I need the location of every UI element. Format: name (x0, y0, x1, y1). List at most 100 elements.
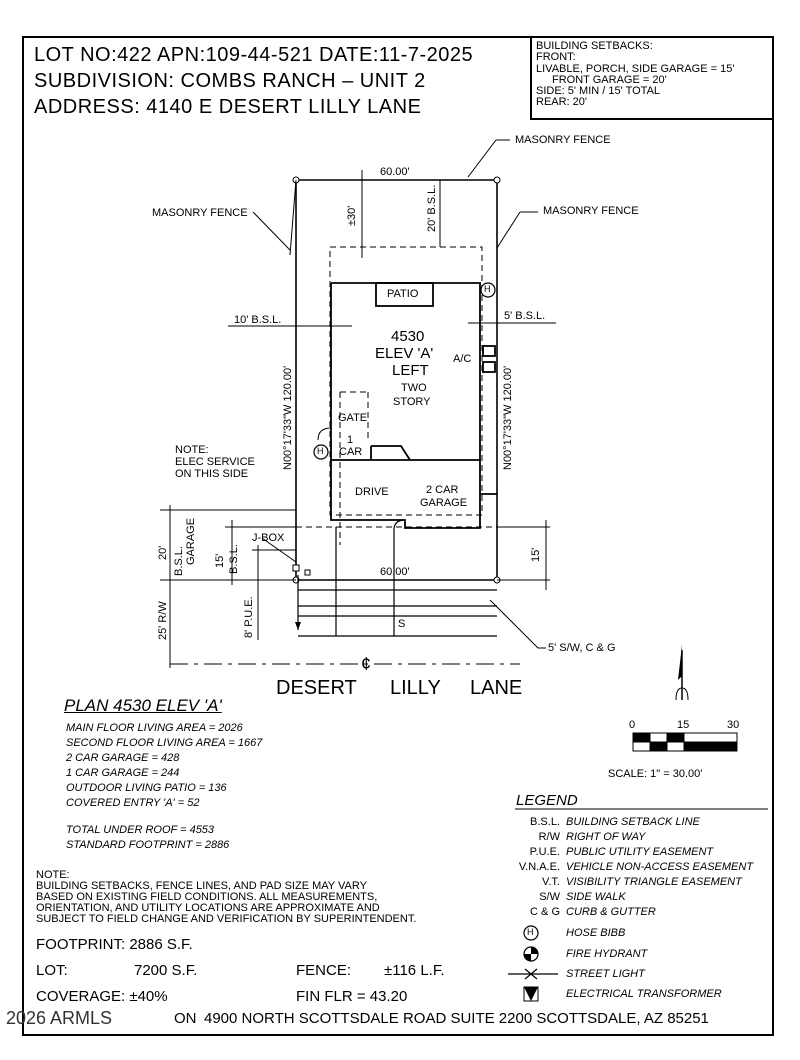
watermark: 2026 ARMLS (6, 1008, 113, 1028)
scale-tick-30: 30 (727, 719, 740, 731)
masonry-fence-right-label: MASONRY FENCE (543, 205, 639, 217)
story-label: STORY (393, 396, 431, 408)
right-bsl-label: 5' B.S.L. (504, 310, 546, 322)
subdivision-line: SUBDIVISION: COMBS RANCH – UNIT 2 (34, 70, 426, 92)
setbacks-front-garage: FRONT GARAGE = 20' (552, 74, 667, 86)
coverage-stat: COVERAGE: ±40% (36, 988, 168, 1005)
setbacks-box (530, 36, 774, 120)
legend-desc: CURB & GUTTER (566, 906, 656, 918)
fence-stat-label: FENCE: (296, 962, 352, 979)
note-line: SUBJECT TO FIELD CHANGE AND VERIFICATION… (36, 913, 417, 925)
legend-abbr: V.T. (542, 876, 560, 888)
setbacks-livable: LIVABLE, PORCH, SIDE GARAGE = 15' (536, 63, 735, 75)
north-arrow (675, 645, 689, 701)
legend-symbol-desc: FIRE HYDRANT (566, 948, 648, 960)
garage-label: GARAGE (420, 497, 468, 509)
elec-note-title: NOTE: (175, 444, 209, 456)
plan-item: 1 CAR GARAGE = 244 (66, 767, 180, 779)
house-footprint (330, 282, 497, 529)
plan-item: OUTDOOR LIVING PATIO = 136 (66, 782, 227, 794)
dim-top-label: 60.00' (380, 166, 410, 178)
lot-boundary (295, 179, 498, 581)
street-light-icon (508, 968, 558, 980)
street-lane: LANE (470, 677, 523, 699)
lot-stat-label: LOT: (36, 962, 68, 979)
bsl-15-label: B.S.L. (228, 544, 240, 574)
legend-desc: PUBLIC UTILITY EASEMENT (566, 846, 714, 858)
two-label: TWO (401, 382, 427, 394)
note-line: BUILDING SETBACKS, FENCE LINES, AND PAD … (36, 880, 367, 892)
legend-abbr: S/W (539, 891, 560, 903)
fin-floor-stat: FIN FLR = 43.20 (296, 988, 408, 1005)
legend-abbr: B.S.L. (530, 816, 560, 828)
dim-bottom-label: 60.00' (380, 566, 410, 578)
fire-hydrant-icon (523, 946, 539, 962)
masonry-fence-left-label: MASONRY FENCE (152, 207, 248, 219)
setbacks-title: BUILDING SETBACKS: (536, 40, 653, 52)
fence-stat-value: ±116 L.F. (384, 962, 445, 979)
setback-lines (296, 246, 497, 545)
s-marker: S (398, 618, 406, 630)
plan-total: TOTAL UNDER ROOF = 4553 (66, 824, 215, 836)
sidewalk-label: 5' S/W, C & G (548, 642, 616, 654)
scale-tick-15: 15 (677, 719, 690, 731)
note-line: ORIENTATION, AND UTILITY LOCATIONS ARE A… (36, 902, 380, 914)
left-bsl-label: 10' B.S.L. (234, 314, 282, 326)
plan-item: SECOND FLOOR LIVING AREA = 1667 (66, 737, 263, 749)
hose-bibb-side: H (317, 446, 324, 456)
sidewalk-lines (298, 589, 497, 637)
legend-desc: SIDE WALK (566, 891, 626, 903)
scale-label: SCALE: 1" = 30.00' (608, 768, 703, 780)
svg-text:¢: ¢ (361, 654, 371, 674)
ac-label: A/C (453, 353, 472, 365)
one-car-number: 1 (347, 434, 354, 446)
footprint-stat: FOOTPRINT: 2886 S.F. (36, 936, 193, 953)
legend-abbr: V.N.A.E. (518, 861, 560, 873)
footer-prefix: ON (174, 1010, 197, 1027)
street-lilly: LILLY (390, 677, 441, 699)
legend-abbr: P.U.E. (529, 846, 560, 858)
legend-desc: VISIBILITY TRIANGLE EASEMENT (566, 876, 742, 888)
dim-30-label: ±30' (346, 205, 358, 226)
dim-20-bsl-label: 20' B.S.L. (426, 184, 438, 232)
address-line: ADDRESS: 4140 E DESERT LILLY LANE (34, 96, 422, 118)
legend-desc: VEHICLE NON-ACCESS EASEMENT (566, 861, 754, 873)
jbox-label: J-BOX (252, 532, 285, 544)
hose-bibb-rear: H (484, 284, 491, 294)
plan-title: PLAN 4530 ELEV 'A' (64, 696, 222, 715)
street-desert: DESERT (276, 677, 357, 699)
plan-item: COVERED ENTRY 'A' = 52 (66, 797, 200, 809)
elec-note-line1: ELEC SERVICE (175, 456, 255, 468)
bsl-garage-label-2: GARAGE (185, 517, 197, 565)
electrical-transformer-icon (523, 986, 539, 1002)
lot-stat-value: 7200 S.F. (134, 962, 198, 979)
scale-tick-0: 0 (629, 719, 636, 731)
plan-total: STANDARD FOOTPRINT = 2886 (66, 839, 230, 851)
legend-abbr: C & G (530, 906, 560, 918)
footer-address: 4900 NORTH SCOTTSDALE ROAD SUITE 2200 SC… (204, 1010, 709, 1027)
hose-bibb-icon: H (527, 927, 534, 937)
elec-note-line2: ON THIS SIDE (175, 468, 249, 480)
drawing-frame (22, 36, 774, 1036)
lot-info-line: LOT NO:422 APN:109-44-521 DATE:11-7-2025 (34, 44, 474, 66)
plan-item: 2 CAR GARAGE = 428 (66, 752, 180, 764)
legend-desc: BUILDING SETBACK LINE (566, 816, 700, 828)
elevation-label: ELEV 'A' (375, 345, 434, 362)
pue-label: 8' P.U.E. (243, 596, 255, 638)
setbacks-rear: REAR: 20' (536, 96, 588, 108)
two-car-label: 2 CAR (426, 484, 459, 496)
plan-number-label: 4530 (391, 328, 425, 345)
setbacks-side: SIDE: 5' MIN / 15' TOTAL (536, 85, 661, 97)
dim-15-right-label: 15' (530, 547, 542, 562)
masonry-fence-top-label: MASONRY FENCE (515, 134, 611, 146)
legend-symbol-desc: ELECTRICAL TRANSFORMER (566, 988, 722, 1000)
note-line: BASED ON EXISTING FIELD CONDITIONS. ALL … (36, 891, 378, 903)
scale-bar (632, 732, 738, 752)
left-label: LEFT (392, 362, 429, 379)
right-bearing-label: N00°17'33"W 120.00' (502, 365, 514, 470)
setbacks-front: FRONT: (536, 51, 576, 63)
legend-symbol-desc: HOSE BIBB (566, 927, 626, 939)
legend-title: LEGEND (516, 792, 578, 809)
plan-item: MAIN FLOOR LIVING AREA = 2026 (66, 722, 243, 734)
